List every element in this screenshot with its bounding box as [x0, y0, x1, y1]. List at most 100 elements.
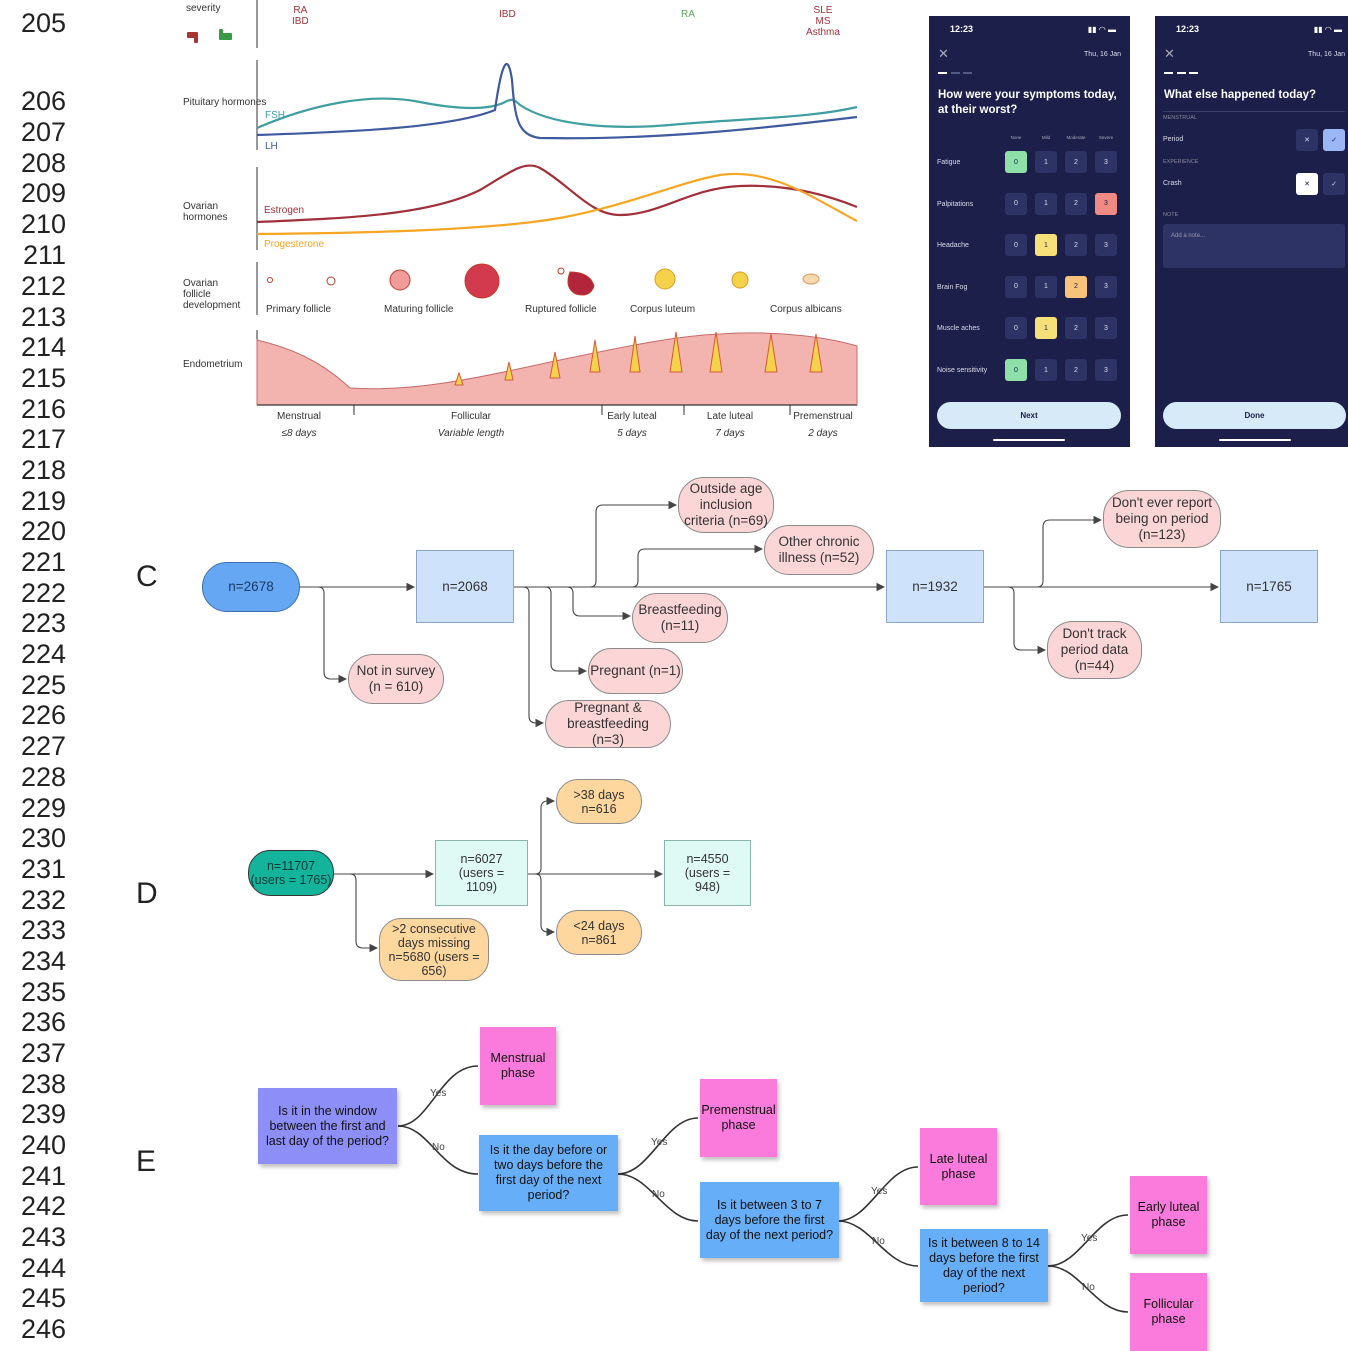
severity-cell[interactable]: 1 [1035, 275, 1057, 298]
cycles-node-start: n=11707 (users = 1765) [248, 850, 334, 896]
severity-cell[interactable]: 0 [1005, 234, 1027, 257]
status-time: 12:23 [950, 24, 974, 34]
edge-no: No [432, 1142, 445, 1153]
line-number: 219 [20, 486, 66, 516]
close-icon[interactable]: ✕ [1164, 46, 1175, 61]
fsh-curve [256, 97, 858, 130]
severity-cell[interactable]: 1 [1035, 151, 1057, 173]
level-label: Mild [1041, 135, 1051, 140]
excluded-dont-report-period: Don't ever report being on period (n=123… [1103, 490, 1221, 548]
note-input[interactable]: Add a note... [1163, 224, 1345, 268]
level-label: Moderate [1066, 135, 1086, 140]
line-number: 218 [20, 455, 66, 485]
severity-cell[interactable]: 1 [1035, 192, 1057, 215]
severity-cell[interactable]: 0 [1005, 359, 1027, 381]
progress-step-active [1177, 72, 1186, 74]
estrogen-label: Estrogen [264, 205, 305, 216]
line-number: 246 [20, 1314, 66, 1344]
line-number: 229 [20, 793, 66, 823]
period-no-icon[interactable]: ✕ [1296, 129, 1318, 151]
question-title: How were your symptoms today, at their w… [938, 89, 1117, 116]
severity-cell[interactable]: 3 [1095, 317, 1117, 340]
excluded-not-in-survey: Not in survey (n = 610) [348, 654, 444, 704]
line-number: 234 [20, 946, 66, 976]
severity-cell[interactable]: 2 [1065, 359, 1087, 381]
severity-cell[interactable]: 1 [1035, 234, 1057, 257]
row-label-follicle: Ovarian follicle development [183, 278, 241, 311]
note-placeholder: Add a note... [1171, 233, 1206, 239]
section-experience: EXPERIENCE [1163, 159, 1199, 165]
severity-mark-2: IBD [499, 9, 516, 20]
severity-cell[interactable]: 3 [1095, 275, 1117, 298]
phase-menstrual: Menstrual≤8 days [277, 411, 321, 439]
home-indicator [993, 439, 1065, 441]
line-number: 232 [20, 885, 66, 915]
decision-q1: Is it in the window between the first an… [258, 1088, 397, 1164]
severity-cell[interactable]: 2 [1065, 192, 1087, 215]
excluded-missing-days: >2 consecutive days missing n=5680 (user… [379, 918, 489, 981]
question-title: What else happened today? [1164, 89, 1317, 101]
severity-cell[interactable]: 3 [1095, 359, 1117, 381]
severity-cell[interactable]: 3 [1095, 151, 1117, 173]
severity-cell[interactable]: 2 [1065, 317, 1087, 340]
panel-label-e: E [136, 1145, 157, 1178]
close-icon[interactable]: ✕ [938, 46, 949, 61]
progress-step-active [938, 72, 947, 74]
excluded-under-24-days: <24 days n=861 [556, 910, 642, 955]
progesterone-label: Progesterone [264, 239, 325, 250]
severity-cell[interactable]: 3 [1095, 192, 1117, 215]
follicle-primary: Primary follicle [266, 304, 332, 315]
thumbs-up-icon [218, 28, 234, 42]
crash-no-icon[interactable]: ✕ [1296, 173, 1318, 195]
next-button[interactable]: Next [937, 402, 1121, 429]
severity-cell[interactable]: 0 [1005, 317, 1027, 340]
excluded-outside-age: Outside age inclusion criteria (n=69) [678, 477, 774, 533]
severity-cell[interactable]: 3 [1095, 234, 1117, 257]
cycles-node-4550: n=4550 (users = 948) [664, 840, 751, 906]
done-button[interactable]: Done [1163, 402, 1346, 429]
line-number: 216 [20, 394, 66, 424]
row-label-ovarian: Ovarian hormones [183, 201, 228, 223]
line-number: 225 [20, 670, 66, 700]
section-menstrual: MENSTRUAL [1163, 115, 1197, 121]
line-number: 220 [20, 516, 66, 546]
excluded-pregnant: Pregnant (n=1) [588, 648, 683, 694]
edge-yes: Yes [1081, 1233, 1098, 1244]
crash-yes-icon[interactable]: ✓ [1323, 173, 1345, 195]
severity-cell[interactable]: 1 [1035, 317, 1057, 340]
severity-label: severity [186, 3, 221, 14]
edge-yes: Yes [430, 1088, 447, 1099]
symptom-label: Fatigue [937, 159, 961, 166]
flow-node-1765: n=1765 [1220, 550, 1318, 623]
line-number: 206 [20, 86, 66, 116]
status-time: 12:23 [1176, 24, 1200, 34]
severity-cell[interactable]: 0 [1005, 151, 1027, 173]
row-label-pituitary: Pituitary hormones [183, 97, 267, 108]
severity-cell[interactable]: 1 [1035, 359, 1057, 381]
status-icons: ▮▮ ◠ ▬ [1313, 25, 1342, 34]
severity-cell[interactable]: 2 [1065, 275, 1087, 298]
excluded-pregnant-breastfeeding: Pregnant & breastfeeding (n=3) [545, 700, 671, 748]
severity-mark-3: RA [681, 9, 695, 20]
crash-label: Crash [1163, 180, 1182, 187]
line-number: 228 [20, 762, 66, 792]
severity-cell[interactable]: 0 [1005, 192, 1027, 215]
period-yes-icon[interactable]: ✓ [1323, 129, 1345, 151]
line-number: 227 [20, 731, 66, 761]
line-number: 231 [20, 854, 66, 884]
line-number: 230 [20, 823, 66, 853]
home-indicator [1219, 439, 1291, 441]
severity-cell[interactable]: 2 [1065, 151, 1087, 173]
decision-q2: Is it the day before or two days before … [479, 1135, 618, 1211]
line-number: 242 [20, 1191, 66, 1221]
row-label-endometrium: Endometrium [183, 359, 243, 370]
divider [1163, 111, 1345, 112]
severity-cell[interactable]: 0 [1005, 275, 1027, 298]
severity-cell[interactable]: 2 [1065, 234, 1087, 257]
line-number: 226 [20, 700, 66, 730]
phone-other-events-screen: 12:23 ▮▮ ◠ ▬ ✕ Thu, 16 Jan What else hap… [1155, 16, 1348, 447]
symptom-label: Brain Fog [937, 283, 968, 291]
